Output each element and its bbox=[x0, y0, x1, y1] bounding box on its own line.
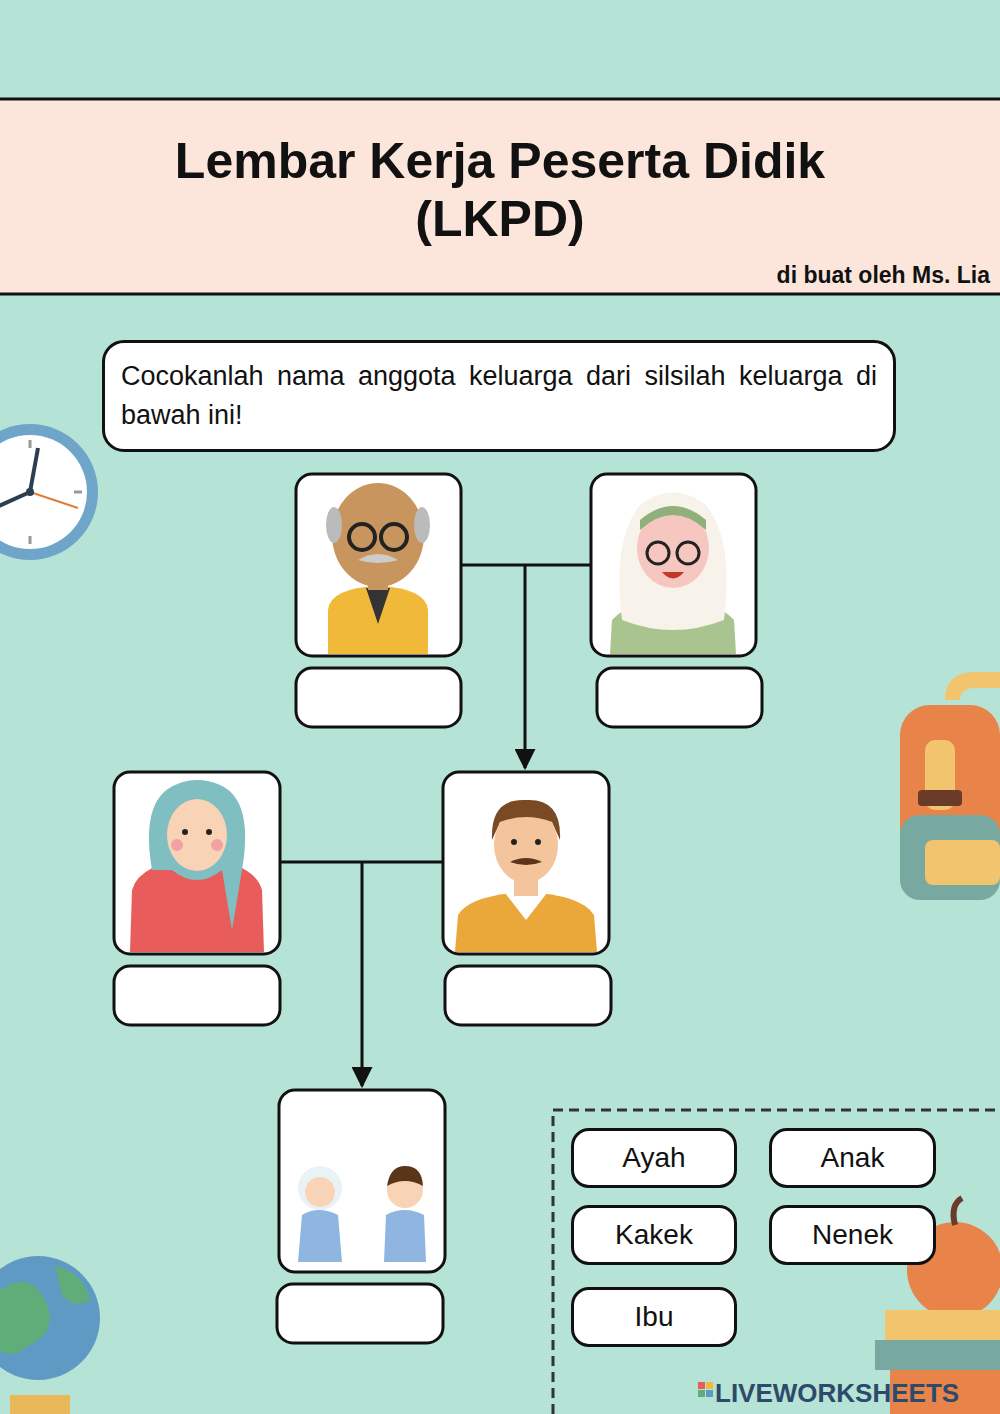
descent-arrow bbox=[361, 862, 364, 1086]
word-text: Ayah bbox=[622, 1138, 685, 1179]
author-credit: di buat oleh Ms. Lia bbox=[600, 262, 990, 289]
picture-frame bbox=[296, 474, 461, 656]
word-text: Nenek bbox=[812, 1215, 893, 1256]
answer-blank bbox=[296, 668, 461, 727]
picture-frame bbox=[114, 772, 280, 954]
answer-blank bbox=[445, 966, 611, 1025]
word-text: Ibu bbox=[635, 1297, 674, 1338]
descent-arrow bbox=[524, 565, 527, 768]
word-card: Kakek bbox=[571, 1205, 737, 1265]
word-text: Anak bbox=[821, 1138, 885, 1179]
globe-icon bbox=[0, 1256, 100, 1414]
word-card: Anak bbox=[769, 1128, 936, 1188]
word-card: Nenek bbox=[769, 1205, 936, 1265]
backpack-icon bbox=[900, 672, 1000, 900]
answer-blank bbox=[114, 966, 280, 1025]
watermark: LIVEWORKSHEETS bbox=[715, 1378, 995, 1409]
header-rule bbox=[0, 293, 1000, 296]
instruction-text: Cocokanlah nama anggota keluarga dari si… bbox=[121, 357, 877, 435]
clock-icon bbox=[0, 424, 98, 560]
answer-blank bbox=[597, 668, 762, 727]
header-rule bbox=[0, 98, 1000, 101]
instruction-box: Cocokanlah nama anggota keluarga dari si… bbox=[102, 340, 896, 452]
word-text: Kakek bbox=[615, 1215, 693, 1256]
mother-figure bbox=[130, 780, 264, 952]
grandfather-figure bbox=[326, 483, 430, 654]
word-bank-frame bbox=[553, 1110, 1000, 1414]
children-figure bbox=[298, 1166, 426, 1262]
answer-blank bbox=[277, 1284, 443, 1343]
word-card: Ibu bbox=[571, 1287, 737, 1347]
father-figure bbox=[455, 800, 597, 952]
header-band bbox=[0, 98, 1000, 295]
picture-frame bbox=[279, 1090, 445, 1272]
watermark-logo bbox=[698, 1382, 713, 1397]
picture-frame bbox=[591, 474, 756, 656]
picture-frame bbox=[443, 772, 609, 954]
word-card: Ayah bbox=[571, 1128, 737, 1188]
grandmother-figure bbox=[610, 493, 736, 655]
page-title: Lembar Kerja Peserta Didik (LKPD) bbox=[90, 132, 910, 248]
